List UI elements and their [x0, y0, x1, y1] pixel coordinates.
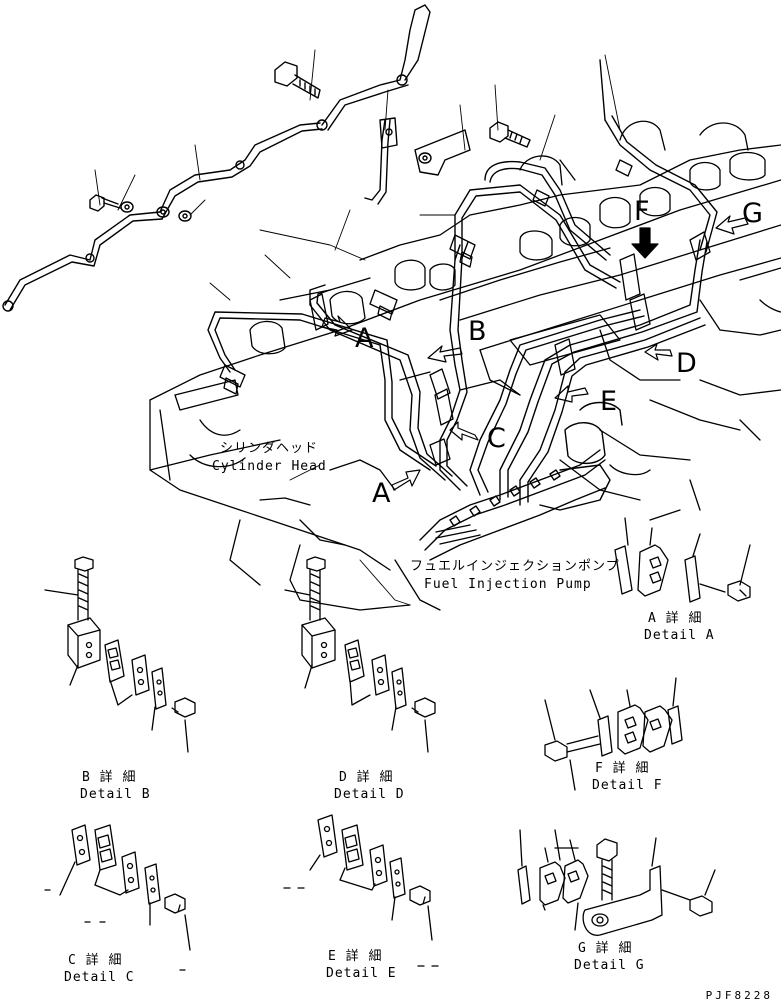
detail-e-title-jp: E 詳 細	[328, 949, 383, 964]
detail-g-title-en: Detail G	[574, 958, 645, 973]
label-fuel-injection-pump-en: Fuel Injection Pump	[424, 577, 592, 592]
detail-b-title-jp: B 詳 細	[82, 770, 137, 785]
detail-b-title-en: Detail B	[80, 787, 151, 802]
detail-c-title-en: Detail C	[64, 970, 135, 985]
label-cylinder-head-jp: シリンダヘッド	[220, 441, 319, 456]
detail-c-drawing	[45, 825, 190, 970]
pipe-clamps	[310, 232, 710, 465]
detail-e-drawing	[284, 815, 438, 966]
detail-d-title-jp: D 詳 細	[339, 770, 394, 785]
detail-g-drawing	[518, 830, 715, 935]
detail-f-drawing	[545, 678, 682, 790]
section-letter-f: F	[634, 196, 650, 227]
detail-b-drawing	[45, 557, 195, 752]
section-letter-c: C	[487, 423, 506, 454]
detail-a-title-jp: A 詳 細	[648, 611, 703, 626]
section-letter-b: B	[468, 316, 487, 347]
injectors	[220, 160, 632, 394]
section-letter-d: D	[676, 348, 697, 379]
detail-f-title-jp: F 詳 細	[595, 761, 650, 776]
detail-g-title-jp: G 詳 細	[578, 941, 633, 956]
injection-pipes	[208, 60, 717, 560]
detail-d-title-en: Detail D	[334, 787, 405, 802]
section-letter-e: E	[600, 386, 618, 417]
detail-a-title-en: Detail A	[644, 628, 715, 643]
detail-f-title-en: Detail F	[592, 778, 663, 793]
section-letter-g: G	[742, 198, 763, 229]
loose-pipes	[3, 5, 530, 311]
section-letter-a-lower: A	[372, 478, 391, 509]
detail-c-title-jp: C 詳 細	[68, 953, 123, 968]
drawing-code: PJF8228	[705, 989, 773, 1002]
section-letter-a: A	[355, 323, 374, 354]
detail-d-drawing	[285, 557, 435, 752]
detail-a-drawing	[615, 518, 750, 602]
label-fuel-injection-pump-jp: フュエルインジェクションポンプ	[410, 559, 620, 574]
label-cylinder-head-en: Cylinder Head	[212, 459, 327, 474]
detail-e-title-en: Detail E	[326, 966, 397, 981]
engine-block	[150, 121, 781, 610]
detail-arrows	[322, 216, 748, 490]
